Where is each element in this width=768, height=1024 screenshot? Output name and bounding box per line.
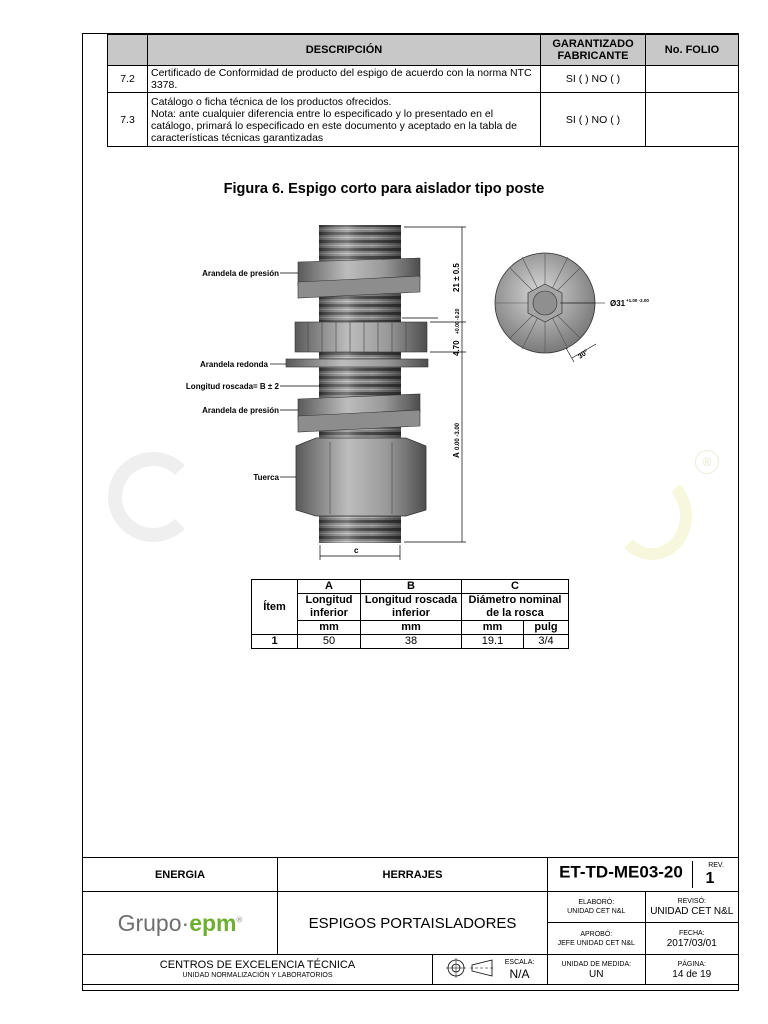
dim-21: 21 ± 0.5 xyxy=(452,263,461,292)
item-header: Ítem xyxy=(251,579,298,635)
diameter-tol: +1.00 -2.00 xyxy=(626,298,649,303)
unit-c-mm: mm xyxy=(461,620,524,635)
angle-label: 30° xyxy=(577,348,590,361)
col-a: A xyxy=(297,579,361,594)
fecha-value: 2017/03/01 xyxy=(666,937,717,949)
header-guaranteed: GARANTIZADO FABRICANTE xyxy=(540,34,646,66)
requirements-header-row: DESCRIPCIÓN GARANTIZADO FABRICANTE No. F… xyxy=(107,34,739,66)
label-pressure-washer-top: Arandela de presión xyxy=(202,269,279,278)
watermark-registered-mark: ® xyxy=(695,450,719,474)
row-a: 50 xyxy=(297,634,361,649)
row-guaranteed: SI ( ) NO ( ) xyxy=(540,92,646,147)
rev-box: REV. 1 xyxy=(691,861,727,888)
escala-value: N/A xyxy=(509,967,530,981)
pagina-label: PÁGINA: xyxy=(677,960,706,968)
area-cell: ENERGIA xyxy=(82,857,278,892)
aprobo-value: JEFE UNIDAD CET N&L xyxy=(557,939,635,947)
dim-c: c xyxy=(354,546,359,555)
unidad-value: UN xyxy=(589,968,604,980)
diameter-label: Ø31 xyxy=(610,299,626,308)
unit-a: mm xyxy=(297,620,361,635)
title-block: ENERGIA HERRAJES ET-TD-ME03-20 REV. 1 Gr… xyxy=(82,857,740,985)
round-washer xyxy=(285,358,429,368)
escala-box: ESCALA: N/A xyxy=(505,958,535,981)
label-pressure-washer-bottom: Arandela de presión xyxy=(202,406,279,415)
center-cell: CENTROS DE EXCELENCIA TÉCNICA UNIDAD NOR… xyxy=(82,954,433,985)
elaboro-label: ELABORÓ: xyxy=(578,899,615,906)
dim-a: A xyxy=(452,452,461,458)
elaboro-cell: ELABORÓ: UNIDAD CET N&L xyxy=(547,891,646,923)
header-folio: No. FOLIO xyxy=(645,34,739,66)
rev-value: 1 xyxy=(705,870,715,887)
grupo-epm-logo: Grupo·epm® xyxy=(117,909,243,936)
label-thread-length: Longitud roscada= B ± 2 xyxy=(186,382,280,391)
subject-cell: ESPIGOS PORTAISLADORES xyxy=(277,891,548,955)
label-nut: Tuerca xyxy=(253,473,279,482)
reviso-value: UNIDAD CET N&L xyxy=(650,906,734,917)
hex-nut xyxy=(295,437,427,517)
spigot-drawing: Arandela de presión Arandela redonda Lon… xyxy=(186,225,649,560)
row-c-mm: 19.1 xyxy=(461,634,524,649)
pagina-cell: PÁGINA: 14 de 19 xyxy=(644,954,740,985)
top-view xyxy=(494,252,605,363)
figure-title: Figura 6. Espigo corto para aislador tip… xyxy=(223,181,545,197)
row-guaranteed: SI ( ) NO ( ) xyxy=(540,65,646,93)
pagina-value: 14 de 19 xyxy=(672,968,712,980)
escala-cell: ESCALA: N/A xyxy=(432,954,548,985)
header-num xyxy=(107,34,148,66)
toothed-disc xyxy=(294,321,428,353)
category-cell: HERRAJES xyxy=(277,857,548,892)
document-code: ET-TD-ME03-20 xyxy=(559,862,683,882)
col-a-desc: Longitud inferior xyxy=(297,593,361,621)
col-c-desc: Diámetro nominal de la rosca xyxy=(461,593,569,621)
logo-cell: Grupo·epm® xyxy=(82,891,278,955)
requirements-table: DESCRIPCIÓN GARANTIZADO FABRICANTE No. F… xyxy=(107,34,739,147)
center-sub: UNIDAD NORMALIZACIÓN Y LABORATORIOS xyxy=(182,972,333,979)
row-folio xyxy=(645,65,739,93)
row-item: 1 xyxy=(251,634,298,649)
dim-470: 4.70 xyxy=(452,340,461,356)
unit-b: mm xyxy=(360,620,462,635)
projection-symbol-icon xyxy=(445,958,496,981)
center-name: CENTROS DE EXCELENCIA TÉCNICA xyxy=(159,959,356,971)
dim-470-tol: +0.00 -0.20 xyxy=(455,308,461,334)
row-description: Certificado de Conformidad de producto d… xyxy=(147,65,541,93)
header-description: DESCRIPCIÓN xyxy=(147,34,541,66)
row-folio xyxy=(645,92,739,147)
page-frame xyxy=(82,33,739,991)
row-c-pulg: 3/4 xyxy=(523,634,569,649)
col-c: C xyxy=(461,579,569,594)
escala-label: ESCALA: xyxy=(504,959,535,966)
fecha-label: FECHA: xyxy=(678,929,705,937)
row-b: 38 xyxy=(360,634,462,649)
row-num: 7.3 xyxy=(107,92,148,147)
aprobo-cell: APROBÓ: JEFE UNIDAD CET N&L xyxy=(547,922,646,955)
reviso-label: REVISÓ: xyxy=(677,898,706,905)
unidad-cell: UNIDAD DE MEDIDA: UN xyxy=(547,954,646,985)
code-cell: ET-TD-ME03-20 REV. 1 xyxy=(547,857,739,892)
elaboro-value: UNIDAD CET N&L xyxy=(567,908,626,915)
dim-a-tol: 0.00 -3.00 xyxy=(455,422,461,450)
table-row: 7.2 Certificado de Conformidad de produc… xyxy=(107,65,739,93)
col-b: B xyxy=(360,579,462,594)
unit-c-pulg: pulg xyxy=(523,620,569,635)
label-round-washer: Arandela redonda xyxy=(200,360,269,369)
unidad-label: UNIDAD DE MEDIDA: xyxy=(561,960,632,968)
fecha-cell: FECHA: 2017/03/01 xyxy=(644,922,740,955)
dimensions-table: Ítem A B C Longitud inferior Longitud ro… xyxy=(251,579,569,649)
rev-label: REV. xyxy=(708,862,724,869)
aprobo-label: APROBÓ: xyxy=(580,930,613,938)
reviso-cell: REVISÓ: UNIDAD CET N&L xyxy=(644,891,740,923)
row-description: Catálogo o ficha técnica de los producto… xyxy=(147,92,541,147)
table-row: 1 50 38 19.1 3/4 xyxy=(251,634,569,649)
table-row: 7.3 Catálogo o ficha técnica de los prod… xyxy=(107,92,739,147)
col-b-desc: Longitud roscada inferior xyxy=(360,593,462,621)
